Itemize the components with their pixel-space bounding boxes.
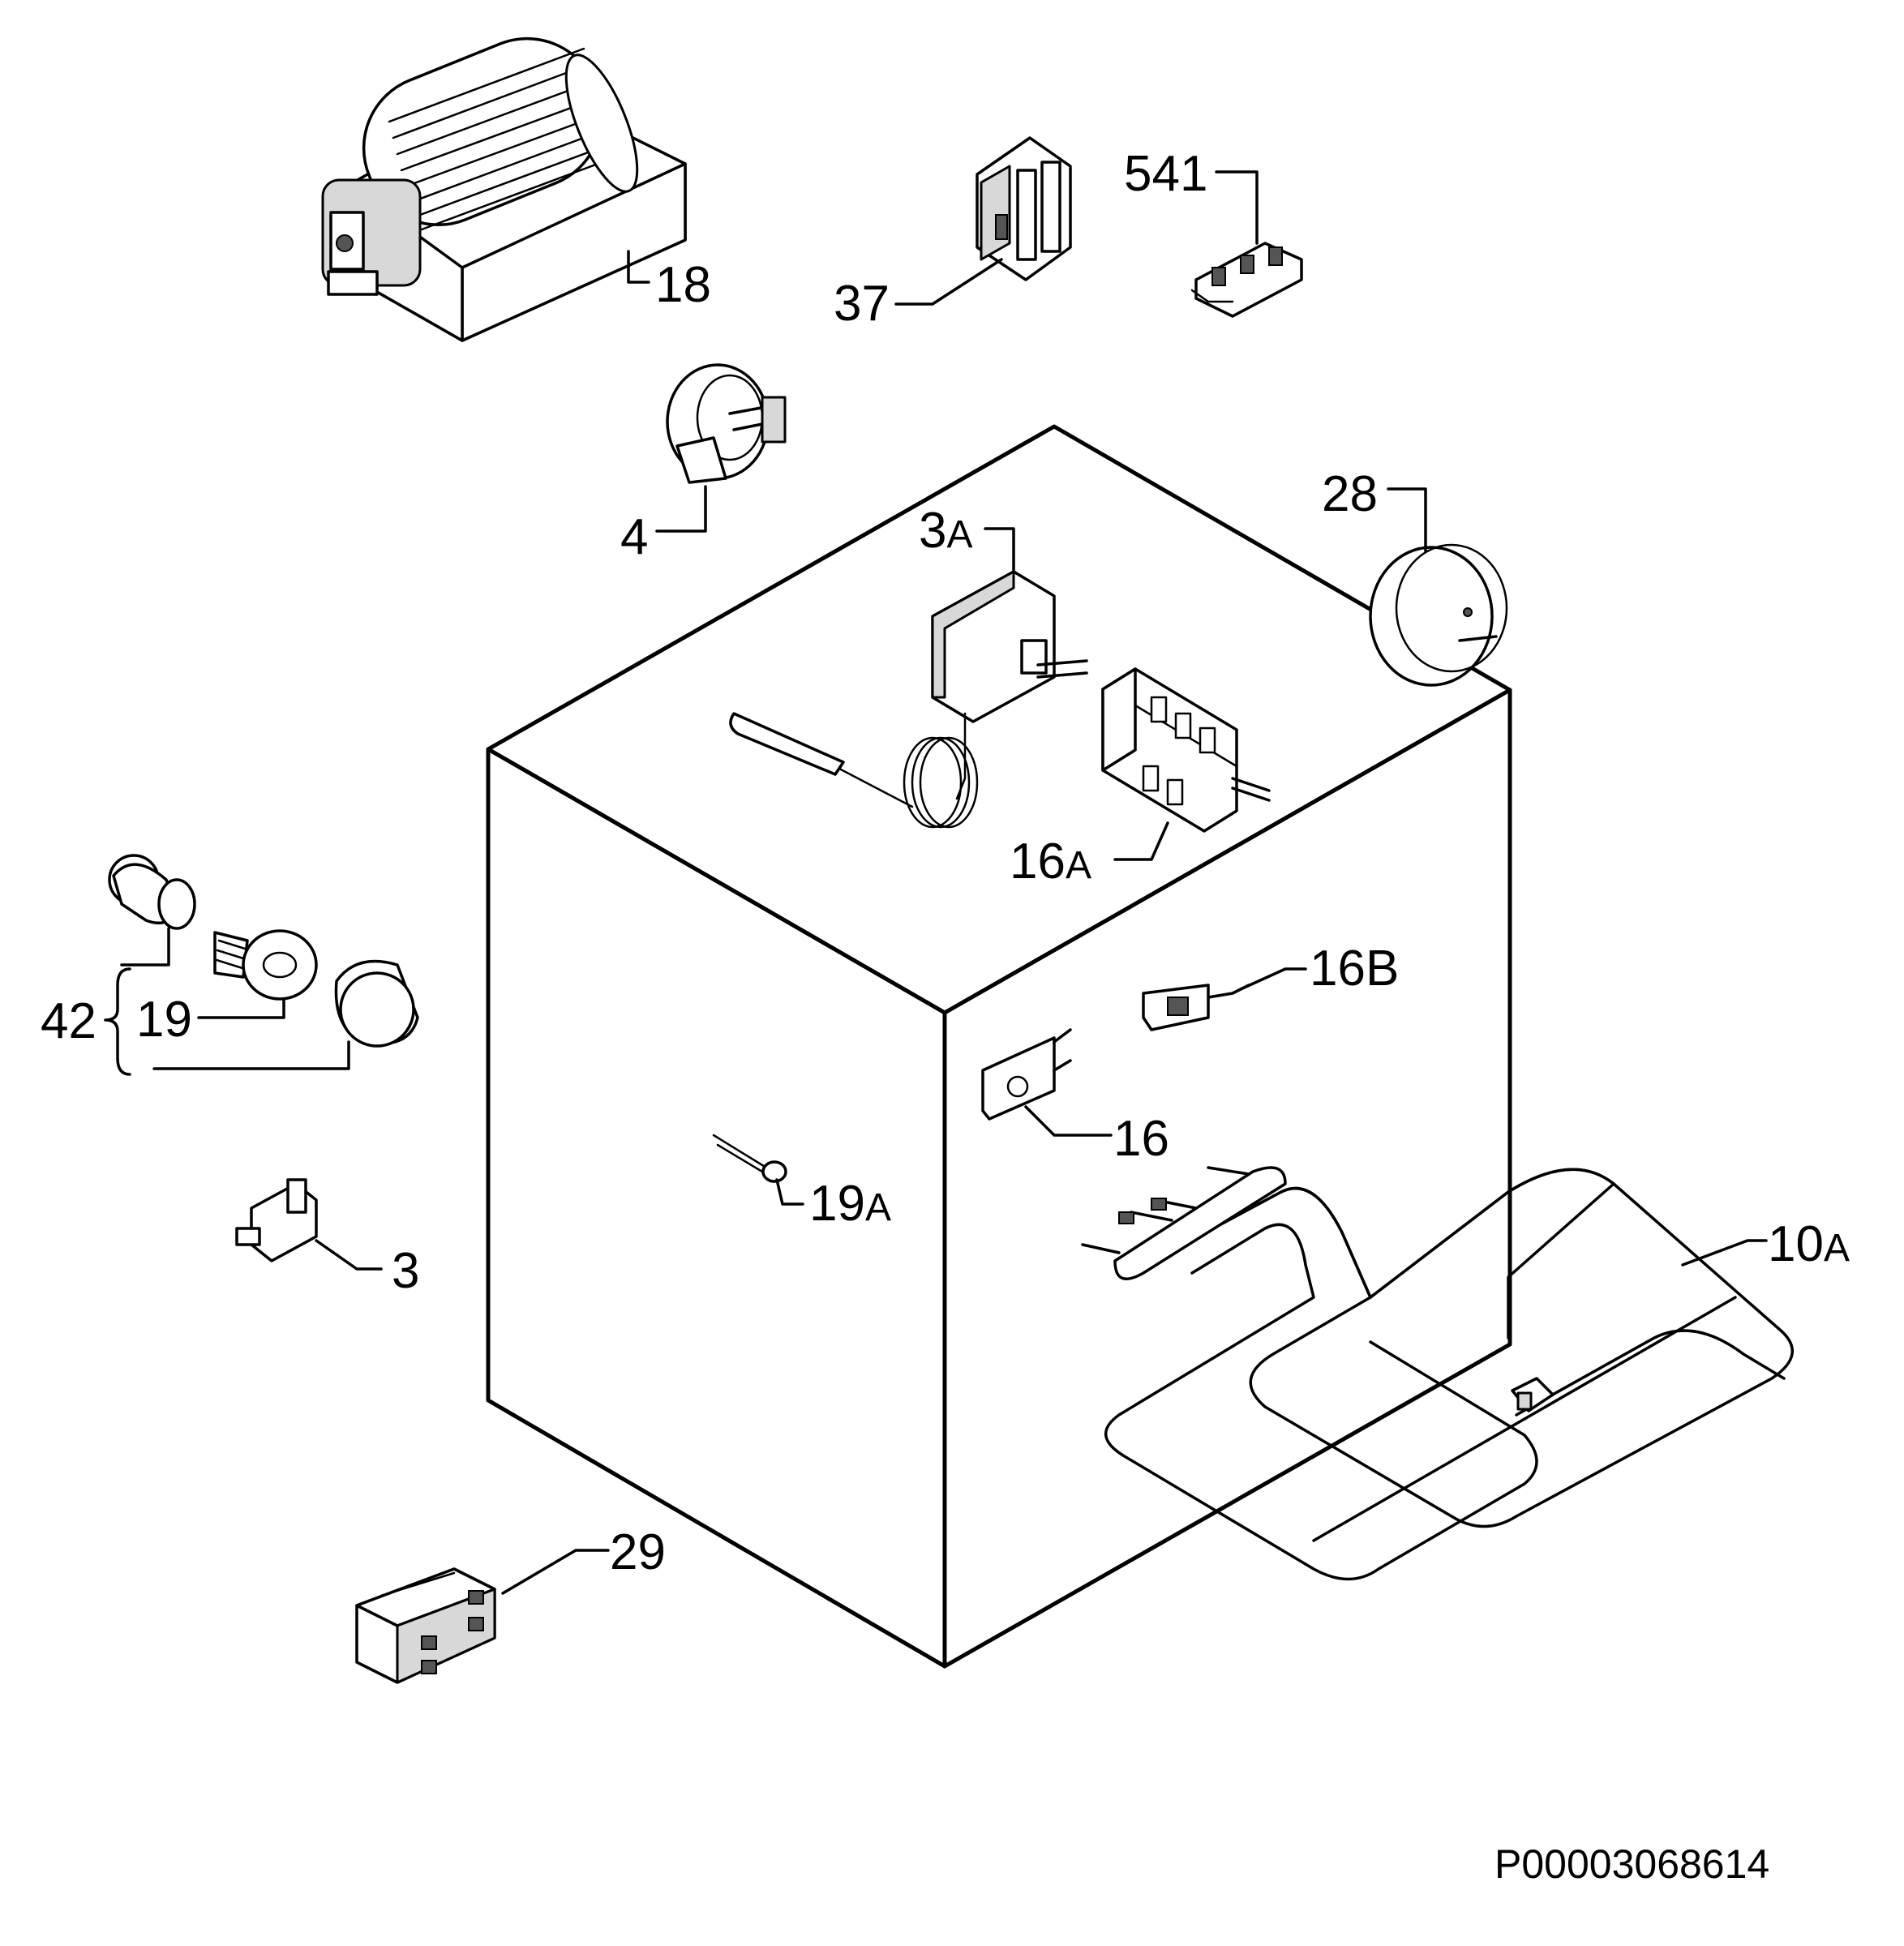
group-brace-icon: [104, 967, 131, 1076]
lamp-cover-icon: [152, 959, 419, 1070]
label-18: 18: [655, 257, 711, 313]
lamp-holder-icon: [108, 854, 196, 967]
lamp-bulb-icon: [197, 929, 318, 1019]
terminal-icon: [981, 1028, 1113, 1137]
label-10A: 10A: [1768, 1216, 1850, 1272]
grill-element-icon: [1104, 1168, 1794, 1581]
label-4: 4: [620, 509, 648, 565]
microswitch-icon: [1142, 967, 1307, 1031]
timer-icon: [1369, 487, 1508, 687]
terminal-block-icon: [355, 1549, 610, 1684]
fan-motor-icon: [321, 36, 687, 342]
label-19: 19: [136, 992, 192, 1048]
label-28: 28: [1322, 466, 1378, 522]
indicator-lamp-icon: [712, 1134, 804, 1206]
label-37: 37: [834, 276, 890, 332]
thermostat-icon: [729, 527, 1088, 829]
label-16: 16: [1113, 1111, 1169, 1167]
selector-switch-icon: [1101, 667, 1271, 861]
label-16A: 16A: [1010, 834, 1091, 889]
label-541: 541: [1124, 146, 1207, 202]
switch-icon: [894, 136, 1072, 306]
label-3: 3: [392, 1243, 419, 1299]
oven-cabinet: [486, 424, 1512, 1669]
connector-icon: [1190, 170, 1303, 318]
label-16B: 16B: [1310, 941, 1399, 997]
element-terminal-plate-icon: [1081, 1166, 1287, 1281]
reference-number: P00003068614: [1494, 1841, 1769, 1887]
label-42: 42: [41, 993, 96, 1049]
terminal-block-small-icon: [235, 1178, 383, 1271]
label-3A: 3A: [919, 503, 973, 559]
label-29: 29: [610, 1524, 666, 1580]
spit-motor-icon: [655, 363, 787, 533]
label-19A: 19A: [809, 1176, 891, 1232]
